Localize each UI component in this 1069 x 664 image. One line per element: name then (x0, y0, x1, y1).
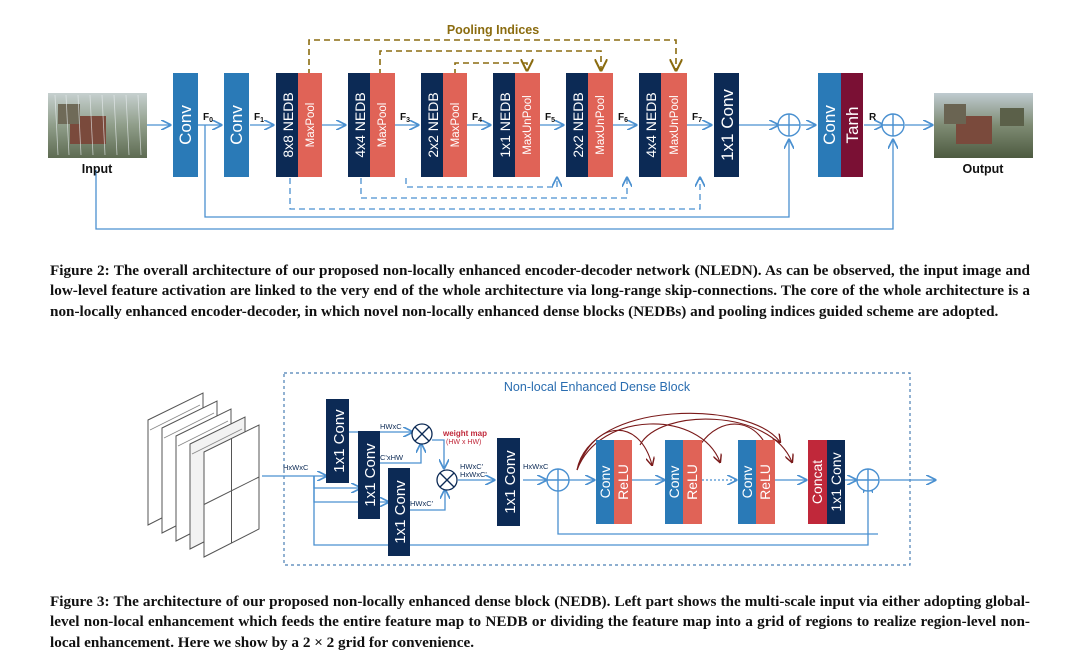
nedb-block-title: Non-local Enhanced Dense Block (504, 380, 691, 394)
svg-text:1x1 NEDB: 1x1 NEDB (497, 92, 513, 157)
svg-text:Concat: Concat (809, 460, 825, 504)
nedb-input-lines (262, 432, 935, 546)
dimension-labels: HxWxC HWxC C'xHW HWxC' HWxC' HxWxC' HxWx… (283, 422, 549, 508)
svg-text:F6: F6 (618, 112, 628, 124)
input-label: Input (82, 162, 113, 176)
multiply-node-1 (411, 423, 433, 445)
svg-text:Conv: Conv (597, 466, 613, 499)
svg-text:8x8 NEDB: 8x8 NEDB (280, 92, 296, 157)
svg-text:MaxUnPool: MaxUnPool (669, 95, 681, 154)
conv-block-2: Conv (224, 73, 249, 177)
svg-text:Conv: Conv (176, 105, 195, 145)
multiply-node-2 (436, 469, 458, 491)
pooling-indices-links (308, 39, 676, 75)
conv1x1-block: 1x1 Conv (714, 73, 739, 177)
pooling-indices-label: Pooling Indices (447, 23, 539, 37)
nedb-block-3: 2x2 NEDB MaxPool (421, 73, 467, 177)
long-skip-connections (95, 125, 893, 230)
output-label: Output (963, 162, 1005, 176)
figure-2-caption: Figure 2:The overall architecture of our… (50, 261, 1030, 322)
svg-text:MaxPool: MaxPool (450, 103, 462, 148)
svg-text:HWxC': HWxC' (460, 462, 484, 471)
svg-text:Conv: Conv (820, 105, 839, 145)
phi-conv: 1x1 Conv (358, 431, 380, 519)
svg-text:F1: F1 (254, 112, 264, 124)
svg-text:MaxUnPool: MaxUnPool (522, 95, 534, 154)
figure-3-caption: Figure 3:The architecture of our propose… (50, 592, 1030, 653)
nedb-block-2: 4x4 NEDB MaxPool (348, 73, 395, 177)
svg-text:Conv: Conv (227, 105, 246, 145)
svg-text:F3: F3 (400, 112, 410, 124)
nedb-block-5: 2x2 NEDB MaxUnPool (566, 73, 613, 177)
svg-text:ReLU: ReLU (757, 464, 773, 500)
svg-text:2x2 NEDB: 2x2 NEDB (570, 92, 586, 157)
figure-2-diagram: Pooling Indices (48, 23, 1033, 230)
svg-text:4x4 NEDB: 4x4 NEDB (352, 92, 368, 157)
input-image (48, 93, 147, 158)
svg-text:4x4 NEDB: 4x4 NEDB (643, 92, 659, 157)
svg-text:1x1 Conv: 1x1 Conv (828, 452, 844, 511)
output-image (934, 93, 1033, 158)
sum-node-2 (881, 113, 905, 137)
figure-2-caption-text: The overall architecture of our proposed… (50, 262, 1030, 320)
svg-text:ReLU: ReLU (684, 464, 700, 500)
svg-text:1x1 Conv: 1x1 Conv (502, 450, 519, 514)
svg-text:2x2 NEDB: 2x2 NEDB (425, 92, 441, 157)
svg-text:MaxPool: MaxPool (305, 103, 317, 148)
svg-text:Conv: Conv (666, 466, 682, 499)
svg-text:F4: F4 (472, 112, 482, 124)
nedb-block-1: 8x8 NEDB MaxPool (276, 73, 322, 177)
multi-scale-feature-maps (147, 392, 260, 558)
weight-map-label: weight map (442, 429, 487, 438)
theta-conv: 1x1 Conv (326, 399, 349, 483)
svg-text:R: R (869, 112, 877, 123)
concat-conv-block: Concat 1x1 Conv (808, 440, 845, 524)
encoder-decoder-skips (289, 178, 700, 210)
figure-2-caption-label: Figure 2: (50, 262, 110, 279)
feature-labels: F0 F1 F3 F4 F5 F6 F7 R (203, 112, 877, 124)
svg-text:HxWxC': HxWxC' (460, 470, 487, 479)
dense-layer-3: Conv ReLU (738, 440, 775, 524)
svg-text:1x1 Conv: 1x1 Conv (718, 89, 737, 161)
weight-map-sub: (HW x HW) (446, 439, 481, 446)
figure-3-caption-label: Figure 3: (50, 593, 110, 610)
figure-3-diagram: Non-local Enhanced Dense Block 1x1 Conv (147, 372, 1069, 566)
svg-text:1x1 Conv: 1x1 Conv (331, 409, 348, 473)
nonlocal-output-conv: 1x1 Conv (497, 438, 520, 526)
svg-text:HxWxC: HxWxC (283, 463, 309, 472)
svg-text:F0: F0 (203, 112, 213, 124)
dense-layer-1: Conv ReLU (596, 440, 632, 524)
figure-3-caption-text: The architecture of our proposed non-loc… (50, 593, 1030, 651)
nedb-block-4: 1x1 NEDB MaxUnPool (493, 73, 540, 177)
feature-map-shading (149, 404, 243, 455)
svg-text:1x1 Conv: 1x1 Conv (392, 480, 409, 544)
svg-text:Tanh: Tanh (843, 107, 862, 144)
svg-text:F5: F5 (545, 112, 555, 124)
nedb-sum-node-1 (546, 468, 570, 492)
svg-text:F7: F7 (692, 112, 702, 124)
nedb-block-6: 4x4 NEDB MaxUnPool (639, 73, 687, 177)
svg-text:ReLU: ReLU (615, 464, 631, 500)
svg-text:MaxPool: MaxPool (377, 103, 389, 148)
conv-block-1: Conv (173, 73, 198, 177)
conv-tanh-block: Conv Tanh (818, 73, 863, 177)
svg-text:MaxUnPool: MaxUnPool (595, 95, 607, 154)
g-conv: 1x1 Conv (388, 468, 410, 556)
svg-text:HxWxC: HxWxC (523, 462, 549, 471)
svg-text:1x1 Conv: 1x1 Conv (362, 443, 379, 507)
sum-node-1 (777, 113, 801, 137)
svg-text:Conv: Conv (739, 466, 755, 499)
dense-layer-2: Conv ReLU (665, 440, 702, 524)
svg-text:HWxC': HWxC' (410, 499, 434, 508)
svg-text:C'xHW: C'xHW (380, 453, 404, 462)
nedb-container-box (283, 372, 911, 566)
svg-text:HWxC: HWxC (380, 422, 402, 431)
nedb-sum-node-2 (856, 468, 880, 492)
